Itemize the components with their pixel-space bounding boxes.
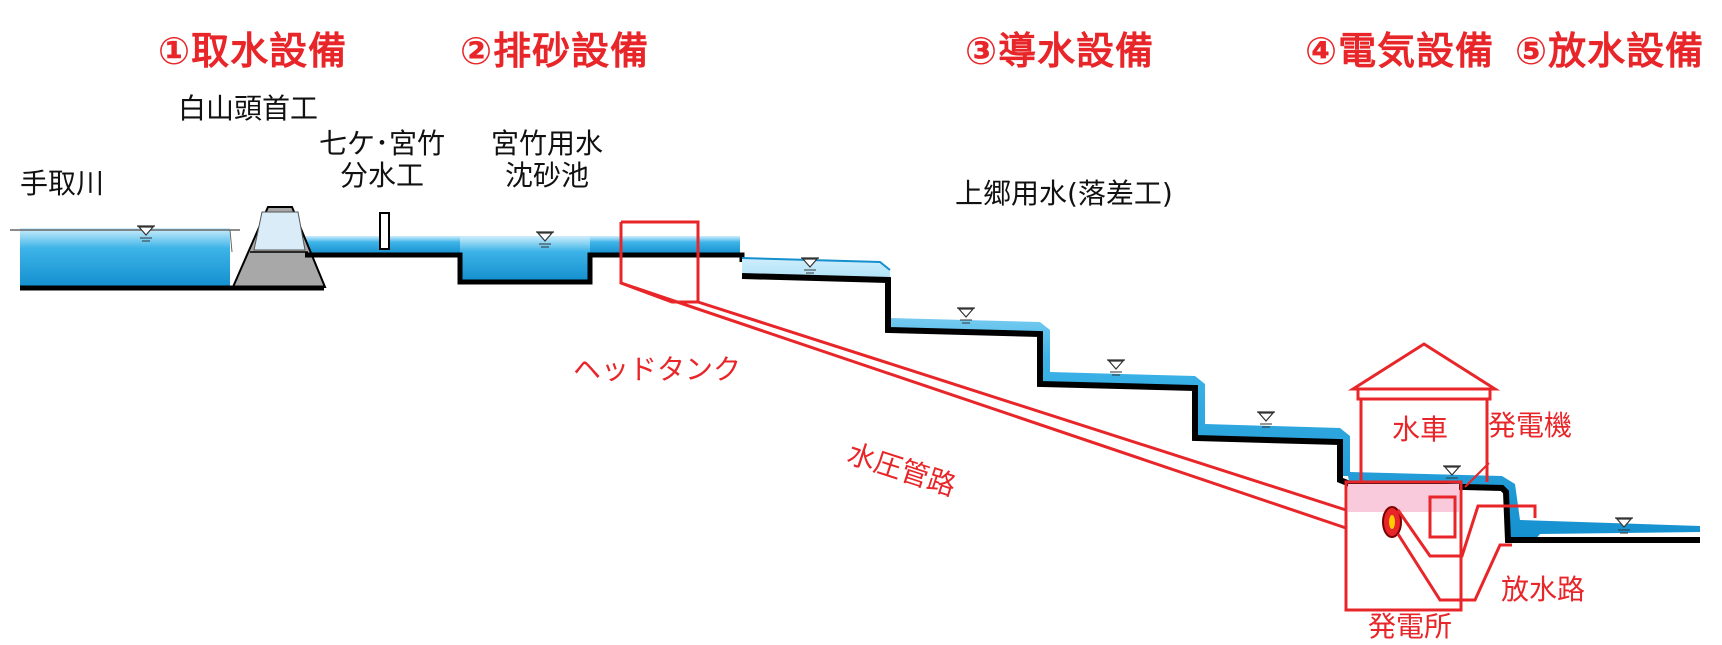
label-diversion-line2: 分水工 [339,159,424,192]
hakusan-weir [231,206,327,288]
uwago-canal [741,257,1700,543]
water-level-icon [1256,411,1276,428]
diversion-gate [379,212,390,250]
label-head-tank: ヘッドタンク [573,353,742,386]
tailrace [1396,504,1537,602]
section-discharge: ⑤放水設備 [1515,29,1705,73]
label-tedori-river: 手取川 [20,167,105,200]
generator-box [1428,495,1457,539]
label-water-wheel: 水車 [1392,413,1449,446]
weir-water-line [229,229,233,253]
label-tailrace: 放水路 [1501,573,1586,606]
river-water [10,228,740,286]
intake-channel-bed-2 [305,252,745,285]
label-diversion-line1: 七ケ･宮竹 [318,127,445,160]
head-tank [619,220,700,304]
penstock [620,281,1347,530]
label-generator: 発電機 [1488,409,1573,442]
label-hakusan-weir: 白山頭首工 [178,92,319,125]
section-sand-removal: ②排砂設備 [460,29,650,73]
section-intake: ①取水設備 [158,29,348,73]
label-sand-basin-line2: 沈砂池 [504,159,589,192]
label-sand-basin-line1: 宮竹用水 [490,127,603,160]
section-electrical: ④電気設備 [1305,29,1495,73]
section-conveyance: ③導水設備 [965,29,1155,73]
generator-leader [1464,462,1490,488]
label-sand-basin: 宮竹用水 沈砂池 [488,128,606,192]
power-station [1344,342,1501,612]
water-level-icon [1106,359,1126,376]
label-power-station: 発電所 [1368,610,1453,643]
label-diversion: 七ケ･宮竹 分水工 [318,128,446,192]
label-uwago-canal: 上郷用水(落差工) [955,177,1173,210]
